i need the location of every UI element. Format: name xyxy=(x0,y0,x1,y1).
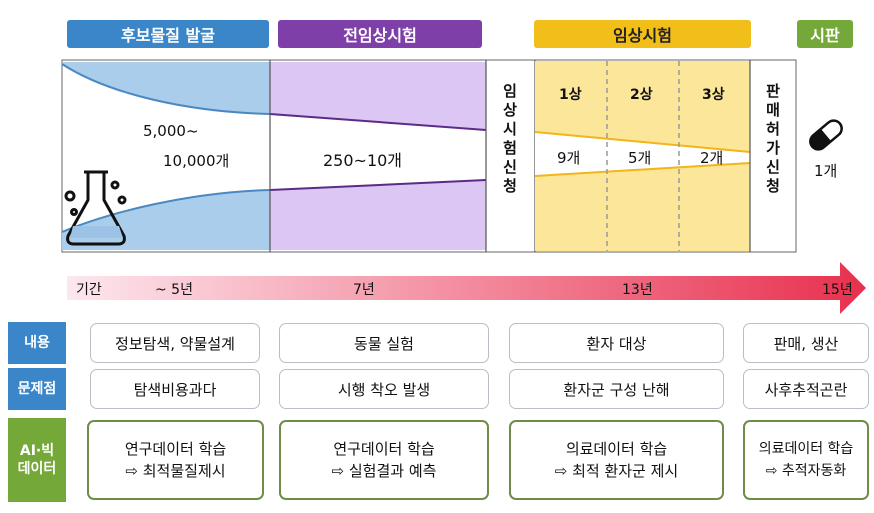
timeline-15y: 15년 xyxy=(822,282,853,298)
problem-text-market: 사후추적곤란 xyxy=(764,380,848,399)
ai-text-market-line2: ⇨ 추적자동화 xyxy=(765,463,847,479)
problem-text-discovery: 탐색비용과다 xyxy=(133,380,217,399)
ai-box-clinical: 의료데이터 학습 ⇨ 최적 환자군 제시 xyxy=(509,420,724,500)
clinical-channel xyxy=(535,132,750,176)
ai-box-market: 의료데이터 학습 ⇨ 추적자동화 xyxy=(743,420,869,500)
clinical-bottom-line xyxy=(534,162,751,177)
phase-clinical-header: 임상시험 xyxy=(534,20,751,48)
problem-box-preclinical: 시행 착오 발생 xyxy=(279,369,489,409)
ind-filing-label: 임상시험신청 xyxy=(503,82,517,195)
discovery-top-curve xyxy=(61,63,271,115)
row-label-ai-text: AI·빅데이터 xyxy=(17,443,57,477)
phase2-count: 5개 xyxy=(628,149,652,167)
preclinical-count: 250~10개 xyxy=(323,151,403,170)
ai-text-discovery-line1: 연구데이터 학습 xyxy=(124,440,227,458)
row-label-ai: AI·빅데이터 xyxy=(8,418,66,502)
content-text-discovery: 정보탐색, 약물설계 xyxy=(115,334,235,353)
phase3-count: 2개 xyxy=(700,149,724,167)
phase-clinical-label: 임상시험 xyxy=(613,26,672,45)
content-text-clinical: 환자 대상 xyxy=(586,334,647,353)
problem-box-market: 사후추적곤란 xyxy=(743,369,869,409)
row-label-problems-text: 문제점 xyxy=(17,381,57,397)
ai-text-preclinical-line2: ⇨ 실험결과 예측 xyxy=(331,462,437,480)
phase-market-label: 시판 xyxy=(810,26,840,45)
ai-text-clinical-line1: 의료데이터 학습 xyxy=(565,440,668,458)
nda-filing-label: 판매허가신청 xyxy=(766,82,780,195)
discovery-bottom-curve xyxy=(61,189,271,233)
phase-preclinical-header: 전임상시험 xyxy=(278,20,482,48)
preclinical-bottom-area xyxy=(270,180,486,250)
ai-text-discovery-line2: ⇨ 최적물질제시 xyxy=(125,462,226,480)
flask-icon xyxy=(64,170,127,246)
discovery-count-line1: 5,000~ xyxy=(143,122,199,140)
problem-text-clinical: 환자군 구성 난해 xyxy=(563,380,670,399)
ai-text-clinical-line2: ⇨ 최적 환자군 제시 xyxy=(554,462,679,480)
timeline-7y: 7년 xyxy=(353,282,375,298)
ai-text-market-line1: 의료데이터 학습 xyxy=(758,441,854,457)
row-label-content: 내용 xyxy=(8,322,66,364)
preclinical-bottom-line xyxy=(269,179,487,191)
preclinical-top-line xyxy=(269,113,487,131)
discovery-count-line2: 10,000개 xyxy=(163,152,230,170)
phase-discovery-header: 후보물질 발굴 xyxy=(67,20,269,48)
phase-market-header: 시판 xyxy=(797,20,853,48)
timeline-label: 기간 xyxy=(76,282,102,298)
content-text-preclinical: 동물 실험 xyxy=(354,334,414,353)
content-box-preclinical: 동물 실험 xyxy=(279,323,489,363)
phase-discovery-label: 후보물질 발굴 xyxy=(121,26,215,45)
phase1-count: 9개 xyxy=(557,149,581,167)
timeline-5y: ~ 5년 xyxy=(155,282,193,298)
ai-text-preclinical-line1: 연구데이터 학습 xyxy=(333,440,435,458)
discovery-top-area xyxy=(62,62,270,114)
problem-text-preclinical: 시행 착오 발생 xyxy=(337,380,431,399)
phase1-label: 1상 xyxy=(559,87,582,103)
row-label-content-text: 내용 xyxy=(24,335,50,351)
content-box-discovery: 정보탐색, 약물설계 xyxy=(90,323,260,363)
timeline-13y: 13년 xyxy=(622,282,653,298)
market-count: 1개 xyxy=(814,162,838,180)
content-box-market: 판매, 생산 xyxy=(743,323,869,363)
phase2-label: 2상 xyxy=(630,87,653,103)
preclinical-top-area xyxy=(270,62,486,130)
content-box-clinical: 환자 대상 xyxy=(509,323,724,363)
ai-box-preclinical: 연구데이터 학습 ⇨ 실험결과 예측 xyxy=(279,420,489,500)
ai-box-discovery: 연구데이터 학습 ⇨ 최적물질제시 xyxy=(87,420,264,500)
clinical-top-line xyxy=(534,131,751,153)
phase-preclinical-label: 전임상시험 xyxy=(343,26,417,45)
problem-box-discovery: 탐색비용과다 xyxy=(90,369,260,409)
row-label-problems: 문제점 xyxy=(8,368,66,410)
pill-icon xyxy=(809,119,843,151)
phase3-label: 3상 xyxy=(702,87,725,103)
timeline-arrow xyxy=(67,262,866,314)
problem-box-clinical: 환자군 구성 난해 xyxy=(509,369,724,409)
content-text-market: 판매, 생산 xyxy=(773,334,839,353)
